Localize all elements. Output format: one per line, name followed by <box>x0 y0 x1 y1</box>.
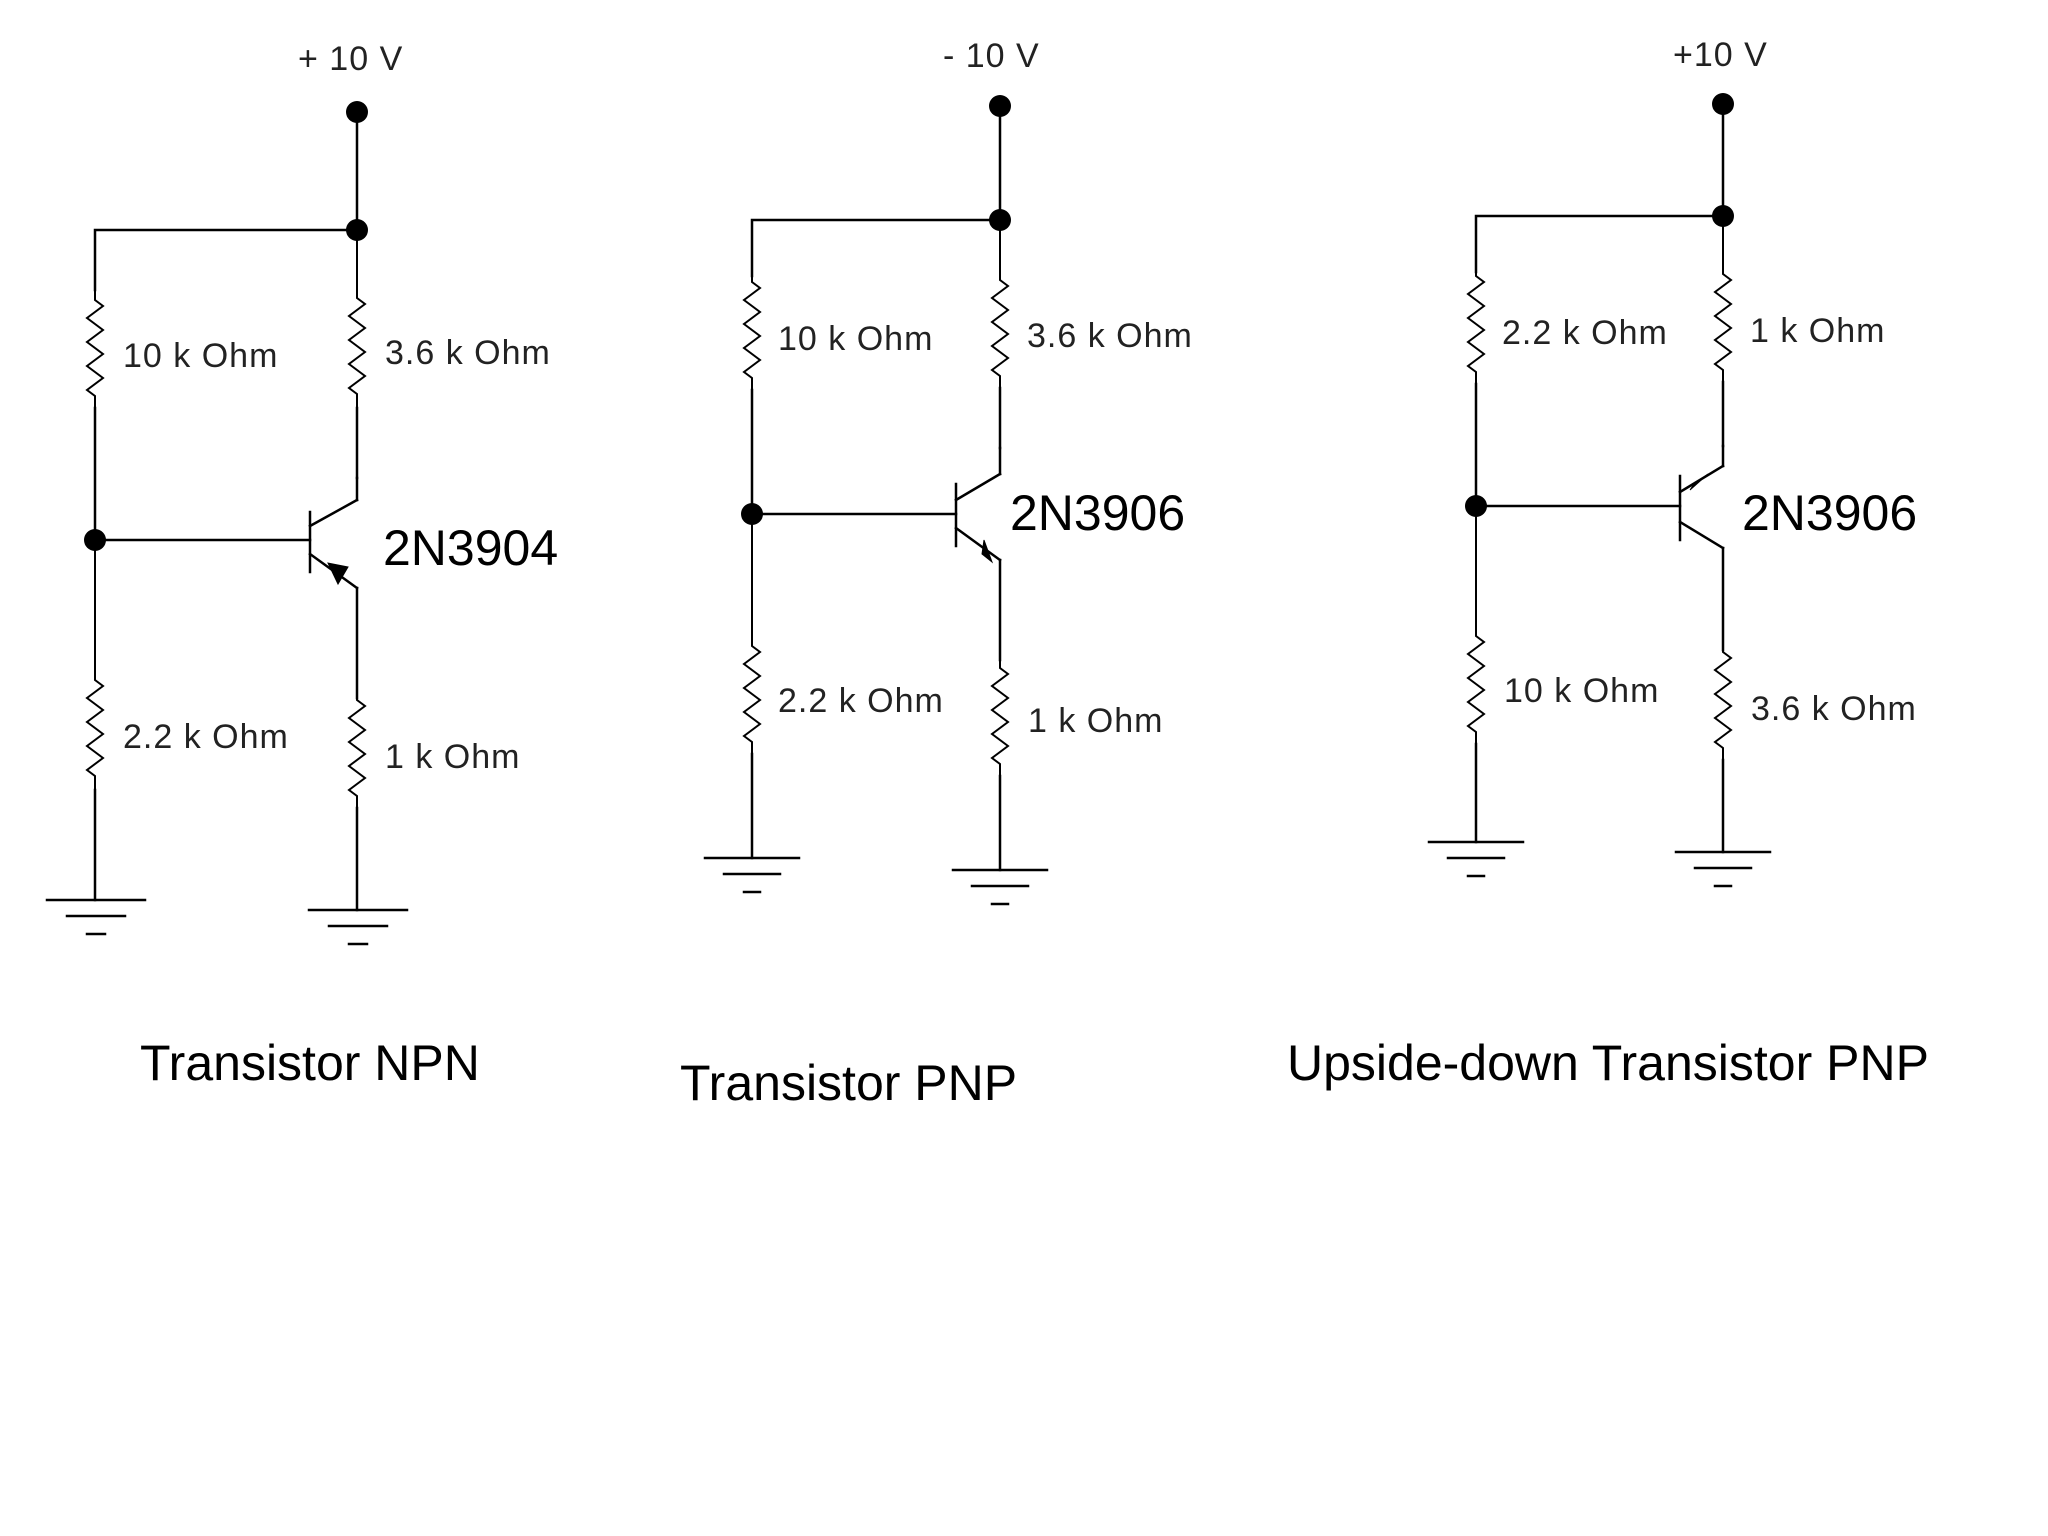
resistor-label: 2.2 k Ohm <box>778 682 944 720</box>
resistor-bottom-right <box>990 660 1010 776</box>
ground-symbol <box>45 898 147 936</box>
resistor-top-left <box>85 290 105 408</box>
transistor-pnp <box>954 446 1002 564</box>
wire <box>750 218 1002 278</box>
resistor-bottom-left <box>85 540 105 790</box>
transistor-pnp-inverted <box>1678 444 1725 550</box>
resistor-label: 1 k Ohm <box>1028 702 1163 740</box>
resistor-bottom-left <box>1466 506 1486 744</box>
resistor-label: 3.6 k Ohm <box>385 334 551 372</box>
supply-label: +10 V <box>1673 36 1768 74</box>
ground-symbol <box>1674 850 1772 888</box>
resistor-label: 2.2 k Ohm <box>123 718 289 756</box>
emitter-arrow <box>1689 473 1709 491</box>
resistor-bottom-right <box>347 698 367 808</box>
transistor-label: 2N3906 <box>1742 485 1917 541</box>
resistor-bottom-right <box>1713 650 1733 760</box>
wire <box>93 228 359 292</box>
resistor-top-left <box>742 276 762 390</box>
circuit-pnp: - 10 V 10 k Ohm 3.6 k Ohm 2N3906 2.2 k O… <box>680 37 1193 1111</box>
resistor-bottom-left <box>742 514 762 754</box>
resistor-top-left <box>1466 272 1486 384</box>
resistor-label: 3.6 k Ohm <box>1027 317 1193 355</box>
ground-symbol <box>1427 840 1525 878</box>
resistor-label: 1 k Ohm <box>1750 312 1885 350</box>
ground-symbol <box>951 868 1049 906</box>
circuit-caption: Transistor PNP <box>680 1055 1017 1111</box>
resistor-label: 10 k Ohm <box>1504 672 1659 710</box>
resistor-label: 2.2 k Ohm <box>1502 314 1668 352</box>
emitter-arrow <box>981 539 994 564</box>
resistor-label: 10 k Ohm <box>778 320 933 358</box>
resistor-label: 1 k Ohm <box>385 738 520 776</box>
transistor-label: 2N3906 <box>1010 485 1185 541</box>
supply-label: + 10 V <box>298 40 403 78</box>
ground-symbol <box>307 908 409 946</box>
transistor-label: 2N3904 <box>383 520 558 576</box>
resistor-label: 10 k Ohm <box>123 337 278 375</box>
resistor-label: 3.6 k Ohm <box>1751 690 1917 728</box>
circuit-npn: + 10 V 10 k Ohm 3.6 k Ohm 2N3904 2.2 k O… <box>45 40 558 1091</box>
circuit-caption: Transistor NPN <box>140 1035 480 1091</box>
resistor-top-right <box>1713 216 1733 382</box>
circuit-upside-down-pnp: +10 V 2.2 k Ohm 1 k Ohm 2N3906 10 k Ohm … <box>1287 36 1929 1091</box>
supply-label: - 10 V <box>943 37 1040 75</box>
resistor-top-right <box>990 220 1010 388</box>
ground-symbol <box>703 856 801 894</box>
wire <box>1474 214 1725 274</box>
transistor-npn <box>308 476 359 590</box>
resistor-top-right <box>347 230 367 408</box>
circuit-caption: Upside-down Transistor PNP <box>1287 1035 1929 1091</box>
emitter-arrow <box>327 562 349 586</box>
